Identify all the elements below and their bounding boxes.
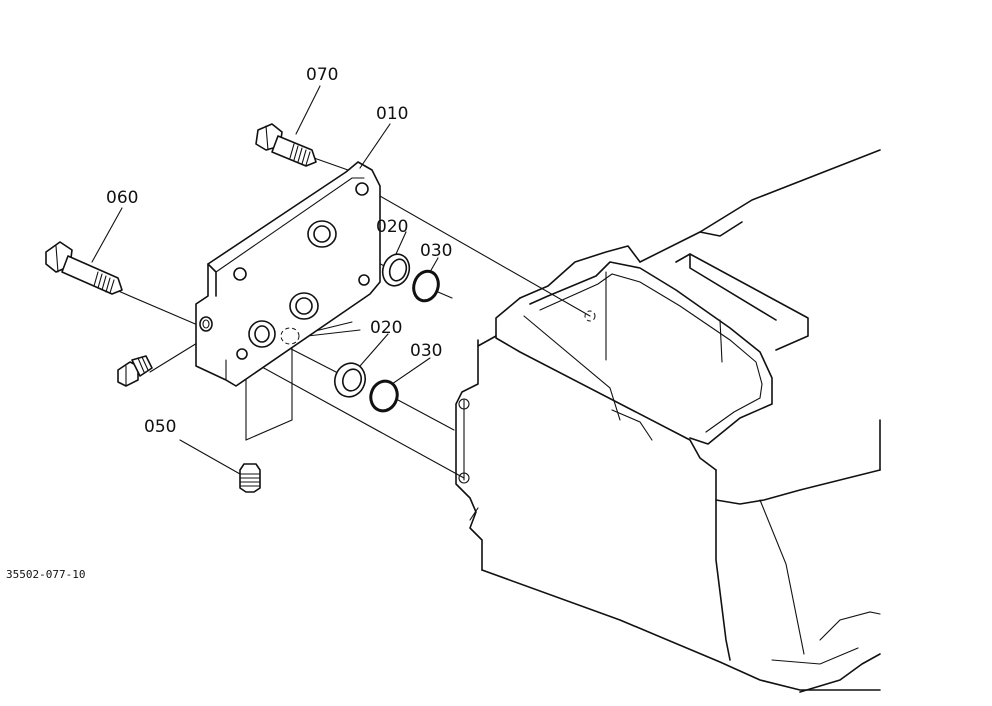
plug-050-upper: [117, 355, 153, 387]
leader-lines: [91, 85, 439, 475]
oring-030-upper: [412, 269, 440, 303]
cover-plate: [195, 161, 381, 387]
oring-030-lower: [369, 379, 399, 413]
callout-060: 060: [106, 188, 138, 208]
callout-070: 070: [306, 65, 338, 85]
callout-010: 010: [376, 104, 408, 124]
transmission-housing: [455, 149, 881, 693]
callout-030-upper: 030: [420, 241, 452, 261]
callout-020-lower: 020: [370, 318, 402, 338]
bolt-070: [255, 123, 317, 167]
callout-050: 050: [144, 417, 176, 437]
plug-050-lower: [239, 463, 261, 493]
bolt-060: [45, 241, 123, 295]
callout-030-lower: 030: [410, 341, 442, 361]
seal-020-lower: [333, 362, 367, 398]
seal-020-upper: [381, 253, 411, 287]
drawing-code: 35502-077-10: [6, 568, 85, 581]
callout-020-upper: 020: [376, 217, 408, 237]
